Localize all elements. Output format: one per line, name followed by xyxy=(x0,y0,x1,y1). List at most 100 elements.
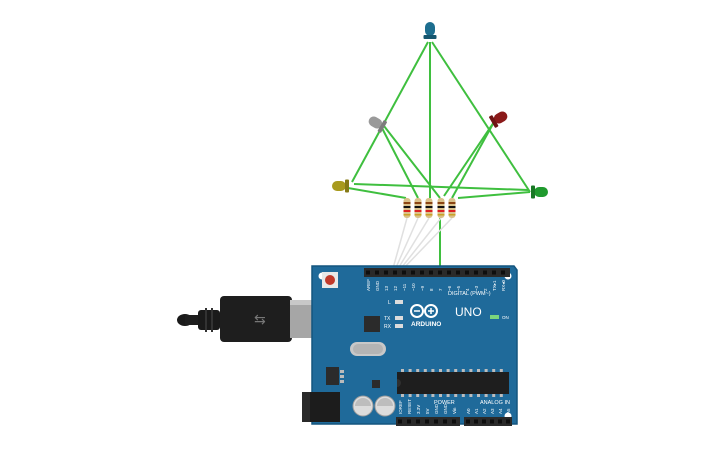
power-header[interactable] xyxy=(396,417,460,426)
power-label: POWER xyxy=(434,400,455,406)
digital-pin-label-7: 8 xyxy=(429,288,434,291)
power-pin-hole-6[interactable] xyxy=(452,419,456,424)
resistor-1[interactable] xyxy=(403,198,411,218)
analog-pin-hole-1[interactable] xyxy=(474,419,478,424)
chip-leg-bottom-7 xyxy=(454,394,458,397)
resistor-4[interactable] xyxy=(437,198,445,218)
analog-pin-hole-2[interactable] xyxy=(482,419,486,424)
power-pin-hole-2[interactable] xyxy=(416,419,420,424)
digital-pin-label-2: 13 xyxy=(384,285,389,291)
digital-pin-label-9: ~6 xyxy=(447,285,452,291)
chip-leg-bottom-1 xyxy=(408,394,412,397)
digital-pin-hole-12[interactable] xyxy=(474,270,478,275)
wire-res1-pin[interactable] xyxy=(391,217,408,273)
chip-leg-top-10 xyxy=(477,369,480,372)
analog-pin-label-3: A3 xyxy=(490,408,495,414)
digital-pin-label-6: ~9 xyxy=(420,285,425,291)
chip-leg-bottom-3 xyxy=(423,394,427,397)
yellow-led[interactable] xyxy=(332,179,349,193)
digital-pin-hole-11[interactable] xyxy=(465,270,469,275)
digital-pin-hole-8[interactable] xyxy=(438,270,442,275)
power-pin-hole-1[interactable] xyxy=(407,419,411,424)
analog-header[interactable] xyxy=(464,417,512,426)
analog-pin-hole-5[interactable] xyxy=(506,419,510,424)
digital-pin-hole-14[interactable] xyxy=(492,270,496,275)
green-wires xyxy=(347,41,531,272)
resistor-2[interactable] xyxy=(414,198,422,218)
chip-leg-top-5 xyxy=(439,369,442,372)
chip-leg-top-12 xyxy=(492,369,496,372)
chip-leg-bottom-2 xyxy=(416,394,420,397)
digital-pin-label-15: RX◂0 xyxy=(501,279,506,291)
chip-leg-bottom-6 xyxy=(446,394,450,397)
wire-red-led-2[interactable] xyxy=(443,121,495,197)
capacitor-2 xyxy=(374,395,396,417)
wire-res3-pin[interactable] xyxy=(395,217,430,273)
chip-leg-top-7 xyxy=(454,369,458,372)
wire-yellow-green-bus[interactable] xyxy=(353,183,529,191)
analog-pin-hole-0[interactable] xyxy=(466,419,470,424)
green-led[interactable] xyxy=(531,185,548,199)
red-led[interactable] xyxy=(489,108,510,128)
digital-pin-hole-6[interactable] xyxy=(420,270,424,275)
wire-red-led[interactable] xyxy=(451,121,495,199)
gray-led[interactable] xyxy=(366,113,387,133)
chip-leg-bottom-13 xyxy=(499,394,503,397)
analog-pin-label-1: A1 xyxy=(474,408,479,414)
chip-leg-top-13 xyxy=(499,369,503,372)
led-rx-indicator xyxy=(395,324,403,328)
power-pin-hole-3[interactable] xyxy=(425,419,429,424)
wire-blue-led-right[interactable] xyxy=(431,41,531,193)
digital-pin-hole-9[interactable] xyxy=(447,270,451,275)
small-capacitor xyxy=(372,380,380,388)
digital-pin-hole-3[interactable] xyxy=(393,270,397,275)
chip-leg-bottom-10 xyxy=(477,394,480,397)
analog-pin-hole-3[interactable] xyxy=(490,419,494,424)
usb-symbol: ⇆ xyxy=(254,312,266,328)
digital-pin-hole-10[interactable] xyxy=(456,270,460,275)
power-pin-hole-0[interactable] xyxy=(398,419,402,424)
digital-pin-hole-0[interactable] xyxy=(366,270,370,275)
chip-leg-top-4 xyxy=(431,369,435,372)
analog-pin-label-2: A2 xyxy=(482,408,487,414)
chip-leg-bottom-0 xyxy=(401,394,404,397)
digital-pin-hole-7[interactable] xyxy=(429,270,433,275)
led-l-indicator xyxy=(395,300,403,304)
analog-pin-hole-4[interactable] xyxy=(498,419,502,424)
dc-power-jack[interactable] xyxy=(302,392,340,422)
wire-res4-pin[interactable] xyxy=(397,217,442,273)
wire-res5-pin[interactable] xyxy=(399,217,453,273)
wire-blue-led-left[interactable] xyxy=(351,41,429,183)
digital-header[interactable] xyxy=(364,268,510,277)
blue-led[interactable] xyxy=(423,22,437,39)
power-pin-hole-4[interactable] xyxy=(434,419,438,424)
analog-pin-label-0: A0 xyxy=(466,408,471,414)
digital-pin-hole-4[interactable] xyxy=(402,270,406,275)
digital-pin-label-8: 7 xyxy=(438,288,443,291)
chip-leg-bottom-8 xyxy=(461,394,465,397)
usb-chip xyxy=(364,316,380,332)
capacitor-1 xyxy=(352,395,374,417)
resistor-3[interactable] xyxy=(425,198,433,218)
resistor-5[interactable] xyxy=(448,198,456,218)
digital-pin-hole-15[interactable] xyxy=(501,270,505,275)
digital-pin-hole-1[interactable] xyxy=(375,270,379,275)
digital-pin-hole-13[interactable] xyxy=(483,270,487,275)
digital-pin-hole-2[interactable] xyxy=(384,270,388,275)
wire-yellow-led[interactable] xyxy=(347,187,407,199)
chip-leg-top-1 xyxy=(408,369,412,372)
chip-leg-top-8 xyxy=(461,369,465,372)
voltage-regulator xyxy=(326,367,344,385)
digital-pin-hole-5[interactable] xyxy=(411,270,415,275)
reset-button[interactable] xyxy=(322,272,338,288)
digital-pin-label-14: TX▸1 xyxy=(492,280,497,291)
digital-pin-label-3: 12 xyxy=(393,285,398,291)
digital-pin-label-13: 2 xyxy=(483,288,488,291)
on-label: ON xyxy=(502,315,509,320)
wire-res2-pin[interactable] xyxy=(393,217,419,273)
power-pin-hole-5[interactable] xyxy=(443,419,447,424)
wire-green-led[interactable] xyxy=(457,191,531,199)
